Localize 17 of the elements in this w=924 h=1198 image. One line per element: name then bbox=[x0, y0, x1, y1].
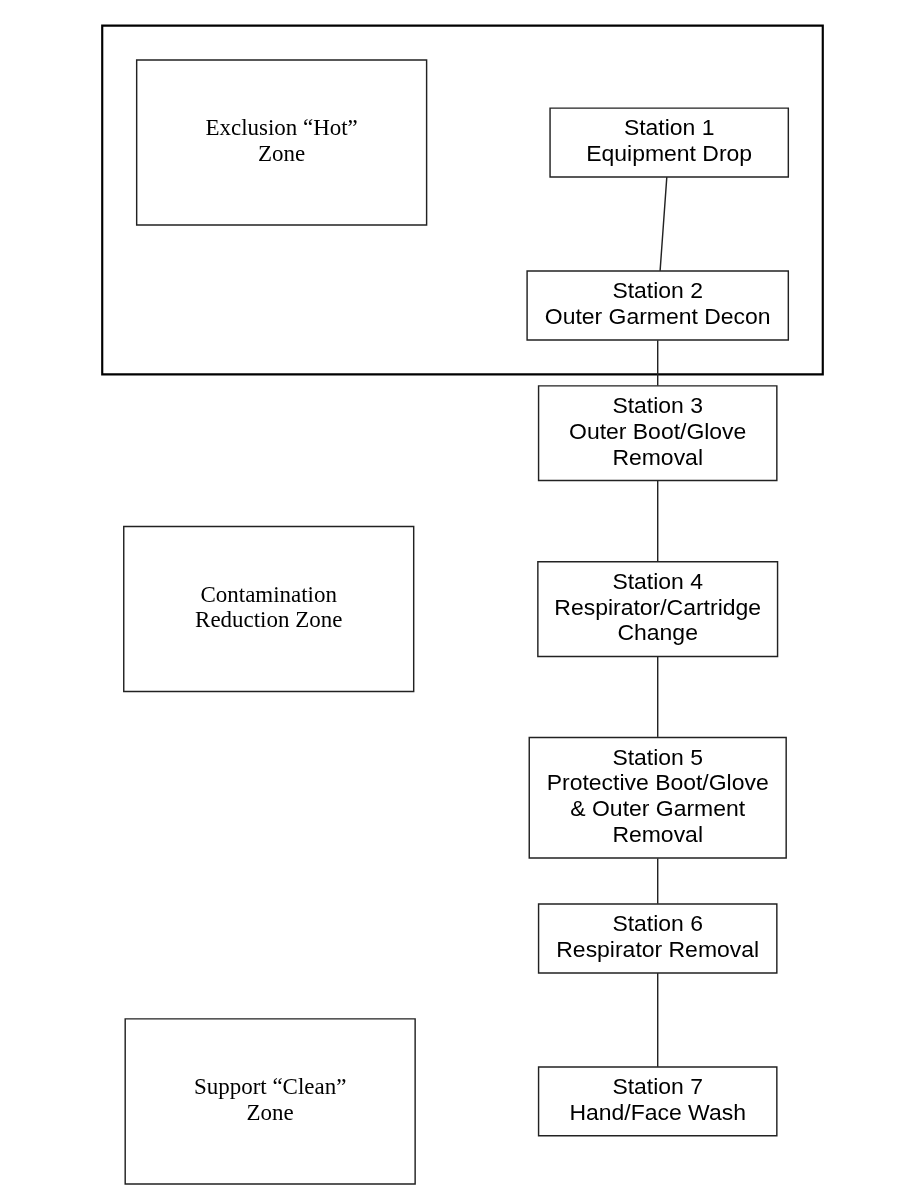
node-box: Station 5 Protective Boot/Glove & Outer Garment Removal bbox=[528, 736, 787, 859]
connector bbox=[656, 339, 658, 387]
node-box: Station 6 Respirator Removal bbox=[537, 903, 778, 974]
node-box: Station 2 Outer Garment Decon bbox=[525, 270, 789, 341]
node-box: Contamination Reduction Zone bbox=[122, 525, 414, 693]
connector bbox=[656, 655, 658, 738]
connector bbox=[656, 480, 658, 562]
node-box: Station 4 Respirator/Cartridge Change bbox=[536, 560, 778, 658]
connector bbox=[658, 176, 668, 272]
node-box: Station 3 Outer Boot/Glove Removal bbox=[537, 385, 778, 482]
node-box: Station 1 Equipment Drop bbox=[548, 107, 789, 178]
node-box: Exclusion “Hot” Zone bbox=[135, 59, 427, 226]
node-box: Station 7 Hand/Face Wash bbox=[537, 1066, 778, 1137]
cluster bbox=[100, 24, 824, 376]
node-box: Support “Clean” Zone bbox=[123, 1018, 416, 1185]
connector bbox=[656, 857, 658, 905]
connector bbox=[656, 972, 658, 1068]
